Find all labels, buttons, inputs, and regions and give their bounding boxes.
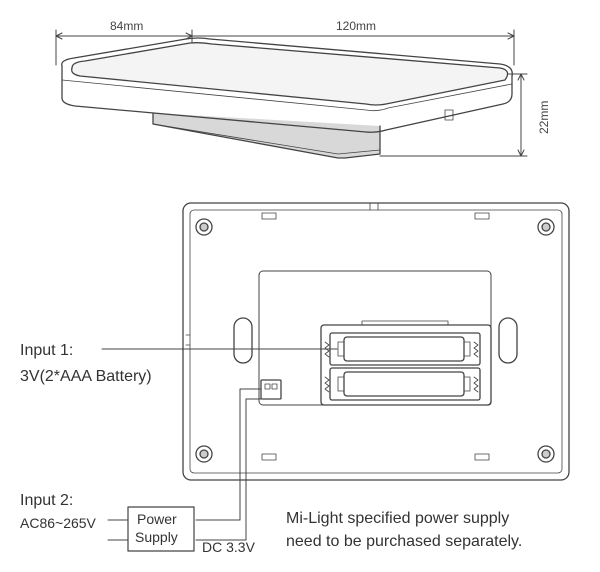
screw-bottom-left [195, 445, 213, 463]
length-label: 120mm [336, 19, 377, 33]
height-label: 22mm [537, 100, 551, 134]
note-line2: need to be purchased separately. [286, 533, 523, 550]
callout-lines [101, 348, 338, 541]
input2-title: Input 2: [20, 492, 74, 509]
power-supply-label-line2: Supply [135, 529, 178, 545]
screw-top-left [195, 218, 213, 236]
input2-voltage: AC86~265V [20, 515, 96, 531]
device-back-view [182, 202, 570, 481]
screw-bottom-right [537, 445, 555, 463]
input1-title: Input 1: [20, 342, 74, 359]
note-line1: Mi-Light specified power supply [286, 510, 510, 527]
width-label: 84mm [110, 19, 144, 33]
power-supply-label-line1: Power [137, 511, 177, 527]
dc-output-label: DC 3.3V [202, 539, 255, 555]
power-supply-box [127, 506, 195, 552]
dimension-lines [55, 29, 528, 157]
input1-description: 3V(2*AAA Battery) [20, 368, 152, 385]
device-side-view [61, 37, 513, 159]
screw-top-right [537, 218, 555, 236]
